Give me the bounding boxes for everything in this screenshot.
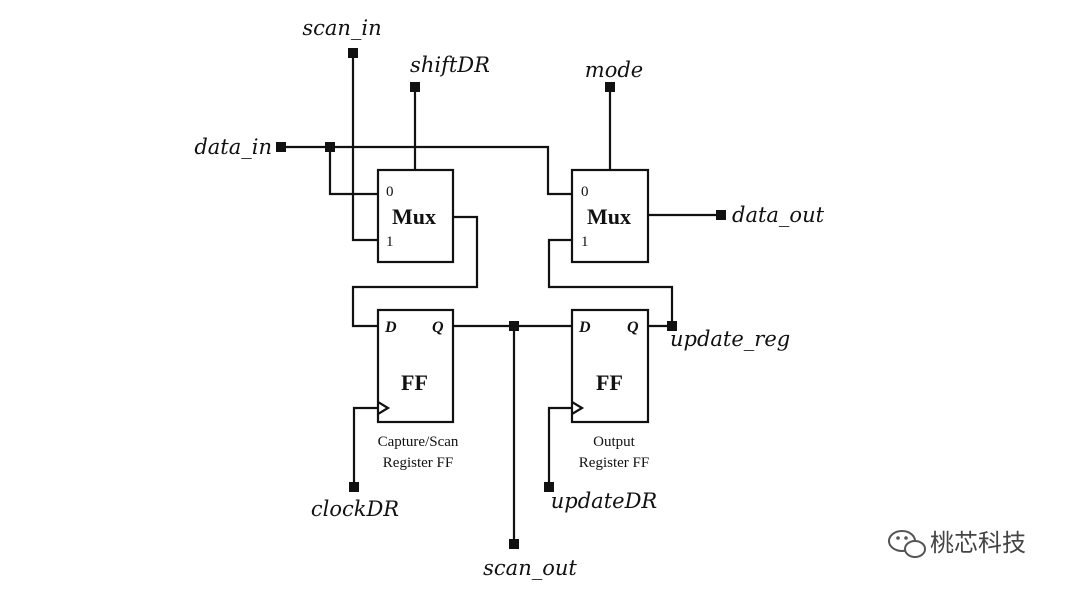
terminal-scan-out [509, 539, 519, 549]
label-clockdr: clockDR [311, 497, 399, 521]
wire-updatedr [547, 406, 572, 486]
mux-left: 0 Mux 1 [376, 168, 455, 264]
label-data-out: data_out [732, 203, 825, 227]
mux-right-pin0: 0 [581, 184, 589, 200]
wire-update-reg-feedback [547, 238, 674, 326]
label-updatedr: updateDR [551, 489, 658, 513]
mux-right-label: Mux [587, 204, 631, 229]
watermark: 桃芯科技 [888, 529, 1026, 558]
mux-left-pin1: 1 [386, 234, 394, 250]
ff-capture-d-pin: D [384, 319, 397, 336]
ff-output-caption-line2: Register FF [579, 455, 649, 471]
wire-clockdr [352, 406, 378, 486]
label-scan-in: scan_in [302, 16, 381, 40]
label-update-reg: update_reg [670, 327, 790, 351]
terminal-data-in [276, 142, 286, 152]
label-scan-out: scan_out [483, 556, 577, 580]
terminals [276, 48, 726, 549]
ff-output-clock-triangle [571, 401, 585, 415]
ff-capture-caption-line1: Capture/Scan [378, 434, 459, 450]
terminal-scan-in [348, 48, 358, 58]
ff-capture-caption-line2: Register FF [383, 455, 453, 471]
label-data-in: data_in [194, 135, 272, 159]
wire-scan-in [351, 55, 378, 242]
ff-capture: D Q FF Capture/Scan Register FF [376, 308, 459, 471]
mux-right-pin1: 1 [581, 234, 589, 250]
label-mode: mode [585, 58, 643, 82]
junction-scan-out [509, 321, 519, 331]
junctions [325, 142, 677, 331]
terminal-updatedr [544, 482, 554, 492]
wechat-icon [888, 530, 926, 558]
mux-left-label: Mux [392, 204, 436, 229]
ff-output-d-pin: D [578, 319, 591, 336]
ff-capture-clock-triangle [377, 401, 391, 415]
wire-data-in-to-mux-left [328, 147, 378, 196]
wire-data-in-to-mux-right [330, 145, 572, 196]
terminal-mode [605, 82, 615, 92]
label-shiftdr: shiftDR [410, 53, 490, 77]
ff-output-label: FF [596, 370, 623, 395]
wires [282, 55, 720, 543]
ff-output-box [570, 308, 650, 424]
ff-capture-box [376, 308, 455, 424]
mux-right-box [570, 168, 650, 264]
terminal-shiftdr [410, 82, 420, 92]
ff-output-caption-line1: Output [593, 434, 636, 450]
mux-left-pin0: 0 [386, 184, 394, 200]
terminal-data-out [716, 210, 726, 220]
terminal-clockdr [349, 482, 359, 492]
junction-data-in [325, 142, 335, 152]
ff-capture-label: FF [401, 370, 428, 395]
mux-right: 0 Mux 1 [570, 168, 650, 264]
ff-output-q-pin: Q [627, 319, 639, 336]
signal-labels: scan_in shiftDR data_in mode data_out up… [194, 16, 824, 580]
mux-left-box [376, 168, 455, 264]
ff-capture-q-pin: Q [432, 319, 444, 336]
watermark-text: 桃芯科技 [930, 529, 1026, 557]
ff-output: D Q FF Output Register FF [570, 308, 650, 471]
wire-mux-left-to-ff-d [351, 215, 479, 328]
junction-update-reg [667, 321, 677, 331]
